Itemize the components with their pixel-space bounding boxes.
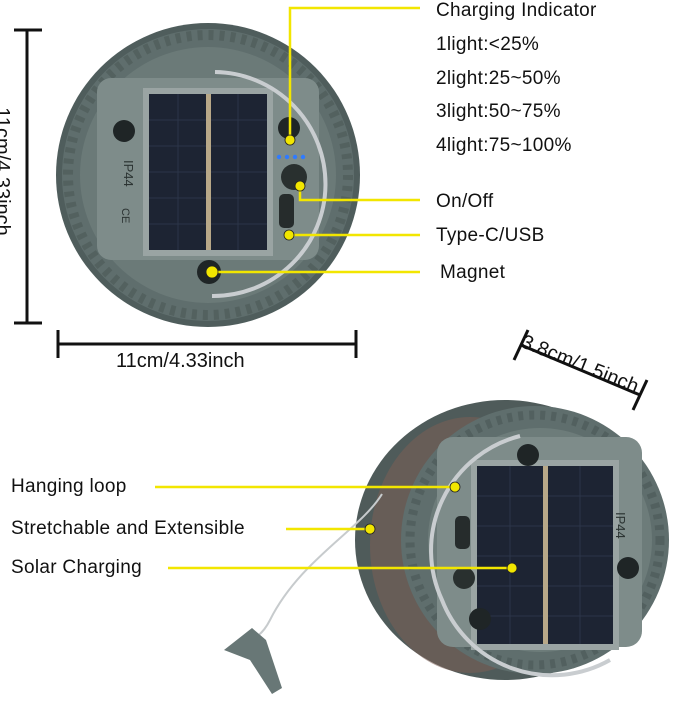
ce-mark: CE xyxy=(119,208,131,223)
label-on-off: On/Off xyxy=(436,191,494,212)
label-charging-indicator: Charging Indicator xyxy=(436,0,597,21)
dimension-width: 11cm/4.33inch xyxy=(116,350,245,372)
dimension-markers xyxy=(14,28,649,411)
label-light-1: 1light:<25% xyxy=(436,34,540,55)
label-solar-charging: Solar Charging xyxy=(11,557,142,578)
usb-port-icon xyxy=(279,194,294,228)
label-hanging-loop: Hanging loop xyxy=(11,476,127,497)
label-magnet: Magnet xyxy=(440,262,506,283)
hanging-loop-metal xyxy=(429,434,611,678)
ip-rating-text: IP44 xyxy=(121,160,136,187)
dimension-height: 11cm/4.33inch xyxy=(0,107,13,236)
screw-hole xyxy=(113,120,135,142)
label-light-2: 2light:25~50% xyxy=(436,68,561,89)
label-stretchable: Stretchable and Extensible xyxy=(11,518,245,539)
hook-clip xyxy=(224,628,282,694)
lamp-front-view: IP44 CE xyxy=(56,23,360,327)
label-light-4: 4light:75~100% xyxy=(436,135,572,156)
callout-dots xyxy=(205,134,518,574)
callout-lines xyxy=(155,6,512,570)
label-type-c-usb: Type-C/USB xyxy=(436,225,545,246)
lamp-angled-view: IP44 xyxy=(224,400,669,694)
charging-indicator-leds xyxy=(276,154,306,160)
label-light-3: 3light:50~75% xyxy=(436,101,561,122)
ip-rating-text: IP44 xyxy=(613,512,628,539)
hanging-loop-metal xyxy=(211,70,328,299)
